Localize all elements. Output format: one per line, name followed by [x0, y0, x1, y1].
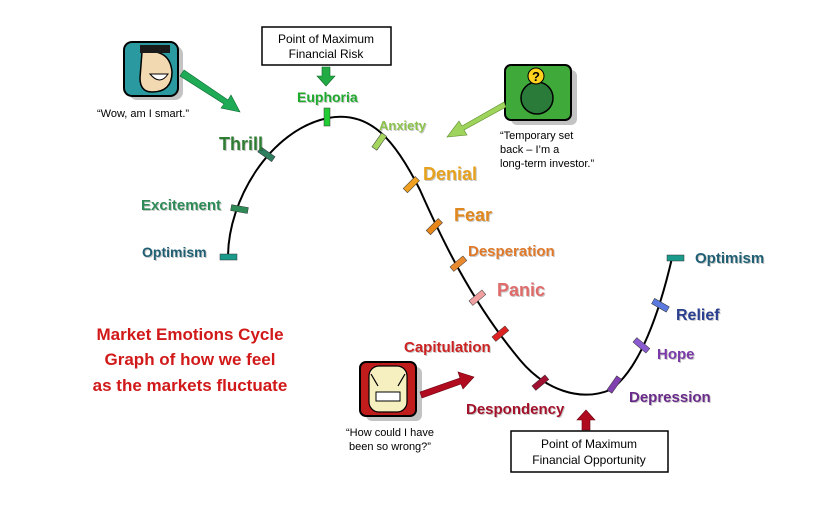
- max-risk-arrow: [316, 66, 336, 87]
- tick-depression: [606, 375, 622, 394]
- label-denial: Denial: [423, 164, 477, 184]
- smart-face-head: [139, 50, 173, 93]
- tick-optimism-end: [666, 254, 685, 262]
- label-desperation: Desperation: [468, 243, 555, 260]
- smart-arrow: [179, 69, 241, 113]
- max-opportunity-callout: Point of Maximum Financial Opportunity: [510, 409, 669, 473]
- label-despondency: Despondency: [466, 401, 565, 418]
- tick-excitement: [230, 204, 249, 214]
- setback-quote-line-1: “Temporary set: [500, 130, 573, 142]
- max-risk-line-2: Financial Risk: [289, 47, 365, 61]
- tick-despondency: [531, 374, 550, 391]
- label-optimism-end: Optimism: [695, 250, 764, 267]
- label-fear: Fear: [454, 205, 492, 225]
- label-hope: Hope: [657, 346, 695, 363]
- smart-face-illustration: “Wow, am I smart.”: [97, 41, 241, 120]
- tick-thrill: [257, 146, 276, 162]
- max-opportunity-line-1: Point of Maximum: [541, 437, 637, 451]
- stage-labels: Optimism Excitement Thrill Euphoria Anxi…: [141, 89, 764, 418]
- wrong-quote-line-1: “How could I have: [346, 427, 434, 439]
- tick-euphoria: [323, 107, 331, 127]
- smart-face-grin: [148, 73, 169, 81]
- label-relief: Relief: [676, 307, 720, 324]
- tick-relief: [651, 298, 670, 313]
- wrong-arrow: [419, 371, 475, 399]
- max-risk-callout: Point of Maximum Financial Risk: [261, 26, 392, 87]
- tick-panic: [468, 289, 487, 306]
- wrong-face-illustration: “How could I have been so wrong?”: [346, 361, 475, 453]
- title-line-3: as the markets fluctuate: [93, 376, 288, 395]
- label-optimism-start: Optimism: [142, 244, 207, 260]
- label-thrill: Thrill: [219, 134, 263, 154]
- setback-face-head: [520, 81, 554, 115]
- setback-quote-line-3: long-term investor.”: [500, 158, 594, 170]
- diagram-title: Market Emotions Cycle Graph of how we fe…: [93, 325, 288, 395]
- wrong-face-head: [368, 365, 408, 413]
- tick-hope: [632, 337, 651, 354]
- max-opportunity-line-2: Financial Opportunity: [532, 453, 645, 467]
- tick-fear: [425, 218, 443, 236]
- max-risk-line-1: Point of Maximum: [278, 32, 374, 46]
- max-opportunity-arrow: [576, 409, 596, 431]
- label-anxiety: Anxiety: [379, 118, 427, 133]
- label-capitulation: Capitulation: [404, 339, 491, 356]
- tick-desperation: [449, 255, 468, 272]
- tick-anxiety: [371, 132, 387, 151]
- wrong-face-hands: [370, 373, 406, 387]
- question-icon-bg: [527, 67, 545, 85]
- setback-arrow: [446, 101, 507, 138]
- title-line-1: Market Emotions Cycle: [96, 325, 283, 344]
- tick-optimism-start: [219, 253, 238, 261]
- setback-quote-line-2: back – I’m a: [500, 144, 560, 156]
- wrong-quote-line-2: been so wrong?”: [349, 441, 431, 453]
- smart-quote: “Wow, am I smart.”: [97, 108, 189, 120]
- tick-denial: [402, 176, 420, 194]
- label-panic: Panic: [497, 280, 545, 300]
- max-risk-box: [261, 26, 392, 66]
- label-euphoria: Euphoria: [297, 89, 358, 105]
- question-icon: ?: [532, 69, 540, 84]
- max-opportunity-box: [510, 430, 669, 473]
- tick-capitulation: [491, 325, 510, 342]
- wrong-face-teeth: [375, 391, 401, 402]
- stage-ticks: [219, 107, 685, 394]
- label-depression: Depression: [629, 389, 711, 406]
- label-excitement: Excitement: [141, 197, 221, 214]
- title-line-2: Graph of how we feel: [105, 350, 276, 369]
- smart-face-hat: [140, 45, 170, 53]
- setback-face-illustration: ? “Temporary set back – I’m a long-term …: [446, 64, 594, 170]
